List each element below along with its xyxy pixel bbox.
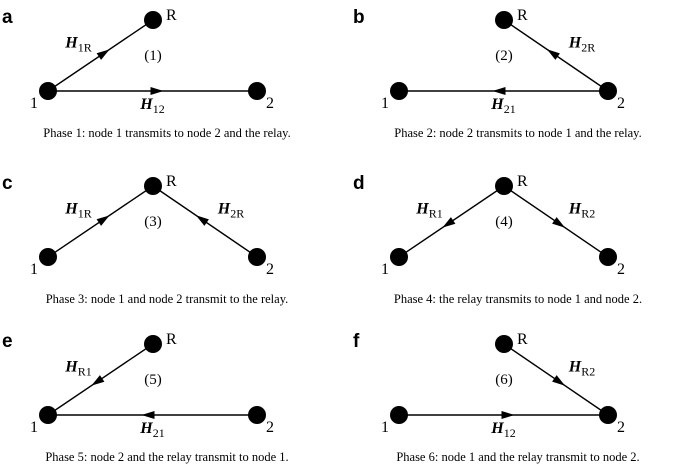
phase-caption: Phase 5: node 2 and the relay transmit t… (45, 450, 288, 464)
node-relay (144, 11, 162, 29)
node-1 (390, 82, 408, 100)
node-label-2: 2 (617, 95, 625, 112)
arrowhead-icon (96, 49, 110, 60)
arrowhead-icon (96, 215, 110, 226)
phase-caption: Phase 3: node 1 and node 2 transmit to t… (46, 292, 289, 306)
node-relay (144, 177, 162, 195)
node-relay (144, 335, 162, 353)
arrowhead-icon (195, 215, 209, 226)
node-2 (599, 406, 617, 424)
edge-label: H12 (139, 96, 164, 116)
node-2 (248, 248, 266, 266)
phase-number: (6) (495, 372, 513, 388)
phase-number: (4) (495, 214, 513, 230)
node-2 (599, 248, 617, 266)
node-1 (39, 406, 57, 424)
edge-label: H21 (139, 420, 164, 440)
panel-letter: e (2, 331, 13, 352)
node-label-relay: R (166, 7, 177, 24)
node-label-2: 2 (617, 261, 625, 278)
phase-number: (1) (144, 48, 162, 64)
edge-label: H1R (64, 201, 91, 221)
node-label-2: 2 (266, 419, 274, 436)
edge-label: H2R (217, 201, 244, 221)
node-relay (495, 335, 513, 353)
edge-label: H2R (568, 35, 595, 55)
arrowhead-icon (552, 217, 566, 228)
node-relay (495, 11, 513, 29)
arrowhead-icon (442, 217, 456, 228)
arrowhead-icon (552, 375, 566, 386)
node-label-1: 1 (381, 261, 389, 278)
edge-label: H21 (490, 96, 515, 116)
panel-letter: c (2, 173, 13, 194)
arrowhead-icon (546, 49, 560, 60)
node-1 (39, 82, 57, 100)
arrowhead-icon (91, 375, 105, 386)
panel-letter: f (353, 331, 360, 352)
panel-letter: b (353, 7, 365, 28)
node-label-relay: R (166, 331, 177, 348)
arrowhead-icon (492, 87, 506, 95)
node-label-1: 1 (30, 95, 38, 112)
phase-number: (5) (144, 372, 162, 388)
node-label-2: 2 (617, 419, 625, 436)
arrowhead-icon (141, 411, 155, 419)
node-relay (495, 177, 513, 195)
node-label-relay: R (517, 7, 528, 24)
node-1 (390, 406, 408, 424)
node-label-1: 1 (381, 419, 389, 436)
panel-letter: a (2, 7, 13, 28)
node-label-1: 1 (381, 95, 389, 112)
panel-letter: d (353, 173, 365, 194)
node-label-2: 2 (266, 95, 274, 112)
phase-number: (3) (144, 214, 162, 230)
phase-number: (2) (495, 48, 513, 64)
edge-label: HR1 (64, 359, 91, 379)
node-label-2: 2 (266, 261, 274, 278)
phase-caption: Phase 2: node 2 transmits to node 1 and … (394, 126, 641, 140)
edge-label: HR2 (568, 201, 595, 221)
edge-label: HR1 (415, 201, 442, 221)
phase-caption: Phase 6: node 1 and the relay transmit t… (396, 450, 639, 464)
node-label-relay: R (517, 173, 528, 190)
node-2 (248, 406, 266, 424)
edge-label: H12 (490, 420, 515, 440)
node-1 (390, 248, 408, 266)
node-1 (39, 248, 57, 266)
phase-caption: Phase 1: node 1 transmits to node 2 and … (43, 126, 290, 140)
edge-label: HR2 (568, 359, 595, 379)
arrowhead-icon (150, 87, 164, 95)
arrowhead-icon (501, 411, 515, 419)
node-label-relay: R (517, 331, 528, 348)
node-label-1: 1 (30, 261, 38, 278)
edge-label: H1R (64, 35, 91, 55)
node-2 (248, 82, 266, 100)
node-2 (599, 82, 617, 100)
node-label-relay: R (166, 173, 177, 190)
phase-caption: Phase 4: the relay transmits to node 1 a… (394, 292, 642, 306)
node-label-1: 1 (30, 419, 38, 436)
